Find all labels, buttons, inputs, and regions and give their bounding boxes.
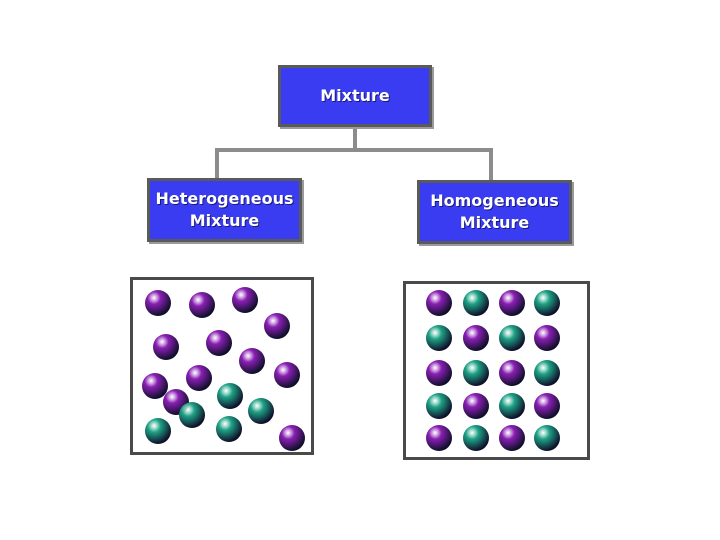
heterogeneous-particles bbox=[133, 280, 311, 452]
purple-particle bbox=[145, 290, 171, 316]
heterogeneous-node-label: Heterogeneous Mixture bbox=[155, 188, 293, 232]
teal-particle bbox=[145, 418, 171, 444]
connector-root-stem bbox=[353, 127, 357, 150]
purple-particle bbox=[499, 290, 525, 316]
teal-particle bbox=[426, 393, 452, 419]
connector-right-branch bbox=[489, 148, 493, 181]
teal-particle bbox=[499, 325, 525, 351]
teal-particle bbox=[248, 398, 274, 424]
purple-particle bbox=[274, 362, 300, 388]
purple-particle bbox=[279, 425, 305, 451]
purple-particle bbox=[499, 360, 525, 386]
purple-particle bbox=[499, 425, 525, 451]
purple-particle bbox=[153, 334, 179, 360]
purple-particle bbox=[189, 292, 215, 318]
teal-particle bbox=[217, 383, 243, 409]
connector-horizontal-bar bbox=[215, 148, 493, 152]
mixture-node: Mixture bbox=[278, 65, 432, 127]
purple-particle bbox=[239, 348, 265, 374]
teal-particle bbox=[216, 416, 242, 442]
teal-particle bbox=[463, 360, 489, 386]
purple-particle bbox=[232, 287, 258, 313]
purple-particle bbox=[206, 330, 232, 356]
purple-particle bbox=[463, 393, 489, 419]
homogeneous-particles bbox=[406, 284, 587, 457]
mixture-node-label: Mixture bbox=[320, 85, 390, 107]
homogeneous-particle-box bbox=[403, 281, 590, 460]
purple-particle bbox=[186, 365, 212, 391]
teal-particle bbox=[426, 325, 452, 351]
purple-particle bbox=[264, 313, 290, 339]
connector-left-branch bbox=[215, 148, 219, 179]
homogeneous-node-label: Homogeneous Mixture bbox=[430, 190, 559, 234]
purple-particle bbox=[534, 325, 560, 351]
teal-particle bbox=[179, 402, 205, 428]
purple-particle bbox=[426, 290, 452, 316]
purple-particle bbox=[534, 393, 560, 419]
purple-particle bbox=[426, 360, 452, 386]
teal-particle bbox=[463, 425, 489, 451]
homogeneous-mixture-node: Homogeneous Mixture bbox=[417, 180, 572, 244]
teal-particle bbox=[463, 290, 489, 316]
teal-particle bbox=[534, 360, 560, 386]
teal-particle bbox=[534, 425, 560, 451]
heterogeneous-mixture-node: Heterogeneous Mixture bbox=[147, 178, 302, 242]
heterogeneous-particle-box bbox=[130, 277, 314, 455]
teal-particle bbox=[499, 393, 525, 419]
teal-particle bbox=[534, 290, 560, 316]
purple-particle bbox=[142, 373, 168, 399]
purple-particle bbox=[463, 325, 489, 351]
purple-particle bbox=[426, 425, 452, 451]
